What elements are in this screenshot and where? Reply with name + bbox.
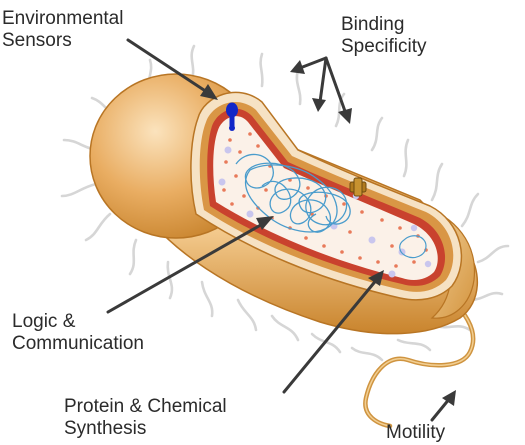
label-motility-line1: Motility [386,422,445,444]
label-logic-communication-line2: Communication [12,333,144,355]
label-protein-chemical-synthesis-line1: Protein & Chemical [64,396,227,418]
label-protein-chemical-synthesis: Protein & Chemical Synthesis [64,396,227,440]
arrow-binding-2 [320,58,326,102]
arrow-binding-3 [326,58,346,114]
label-environmental-sensors-line1: Environmental [2,8,123,30]
label-motility: Motility [386,422,445,444]
label-binding-specificity-line2: Specificity [341,36,427,58]
label-protein-chemical-synthesis-line2: Synthesis [64,418,227,440]
label-binding-specificity: Binding Specificity [341,14,427,58]
cell-body [90,74,477,334]
label-logic-communication-line1: Logic & [12,311,144,333]
arrow-binding-1 [300,58,326,68]
label-logic-communication: Logic & Communication [12,311,144,355]
label-binding-specificity-line1: Binding [341,14,427,36]
label-environmental-sensors-line2: Sensors [2,30,123,52]
label-environmental-sensors: Environmental Sensors [2,8,123,52]
